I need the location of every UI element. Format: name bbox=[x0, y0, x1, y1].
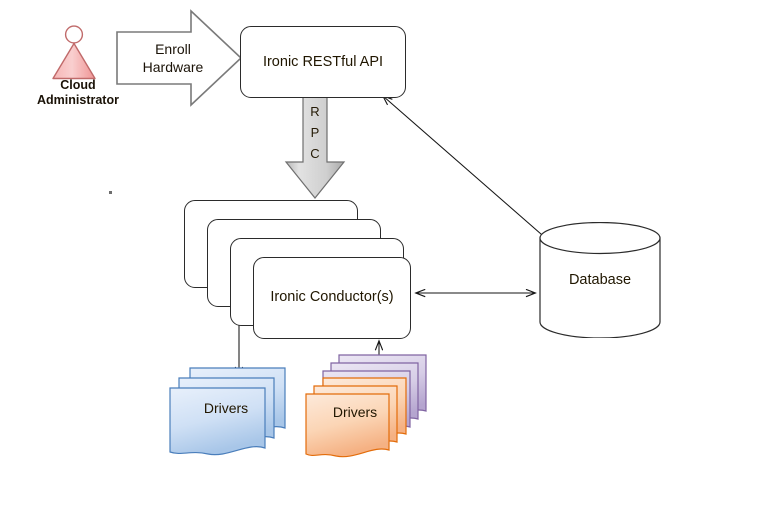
enroll-hardware-label: Enroll Hardware bbox=[126, 41, 220, 76]
database-cylinder[interactable] bbox=[538, 221, 662, 339]
actor-caption-line1: Cloud bbox=[60, 78, 96, 92]
drivers-left-stack[interactable] bbox=[168, 362, 288, 462]
ironic-conductor-box[interactable] bbox=[253, 257, 411, 339]
enroll-hardware-arrow bbox=[114, 8, 244, 108]
drivers-left-label: Drivers bbox=[203, 400, 249, 416]
stray-dot-artifact bbox=[109, 191, 112, 194]
rpc-arrow bbox=[283, 91, 347, 200]
database-body-icon bbox=[539, 237, 661, 339]
drivers-right-orange-layer-1-icon bbox=[305, 393, 390, 458]
block-arrow-icon bbox=[116, 9, 243, 107]
cloud-administrator-actor bbox=[38, 22, 118, 102]
rpc-arrow-icon bbox=[284, 91, 346, 199]
rpc-letter-r: R bbox=[310, 104, 320, 119]
rpc-letter-c: C bbox=[310, 146, 320, 161]
ironic-restful-api-label: Ironic RESTful API bbox=[262, 54, 384, 70]
connector-api-database bbox=[383, 96, 557, 248]
rpc-label: R P C bbox=[283, 101, 347, 164]
actor-head-icon bbox=[64, 25, 84, 44]
ironic-conductor-label: Ironic Conductor(s) bbox=[270, 289, 394, 305]
enroll-label-line1: Enroll bbox=[155, 41, 191, 57]
actor-body-icon bbox=[52, 42, 96, 80]
drivers-right-label: Drivers bbox=[332, 404, 378, 420]
ironic-restful-api-box[interactable] bbox=[240, 26, 406, 98]
actor-caption-line2: Administrator bbox=[37, 93, 119, 108]
database-label: Database bbox=[568, 272, 632, 288]
database-top-icon bbox=[539, 221, 661, 255]
enroll-label-line2: Hardware bbox=[142, 58, 204, 75]
rpc-letter-p: P bbox=[310, 125, 320, 140]
drivers-left-layer-1-icon bbox=[169, 387, 266, 456]
actor-caption: Cloud Administrator bbox=[20, 78, 136, 109]
